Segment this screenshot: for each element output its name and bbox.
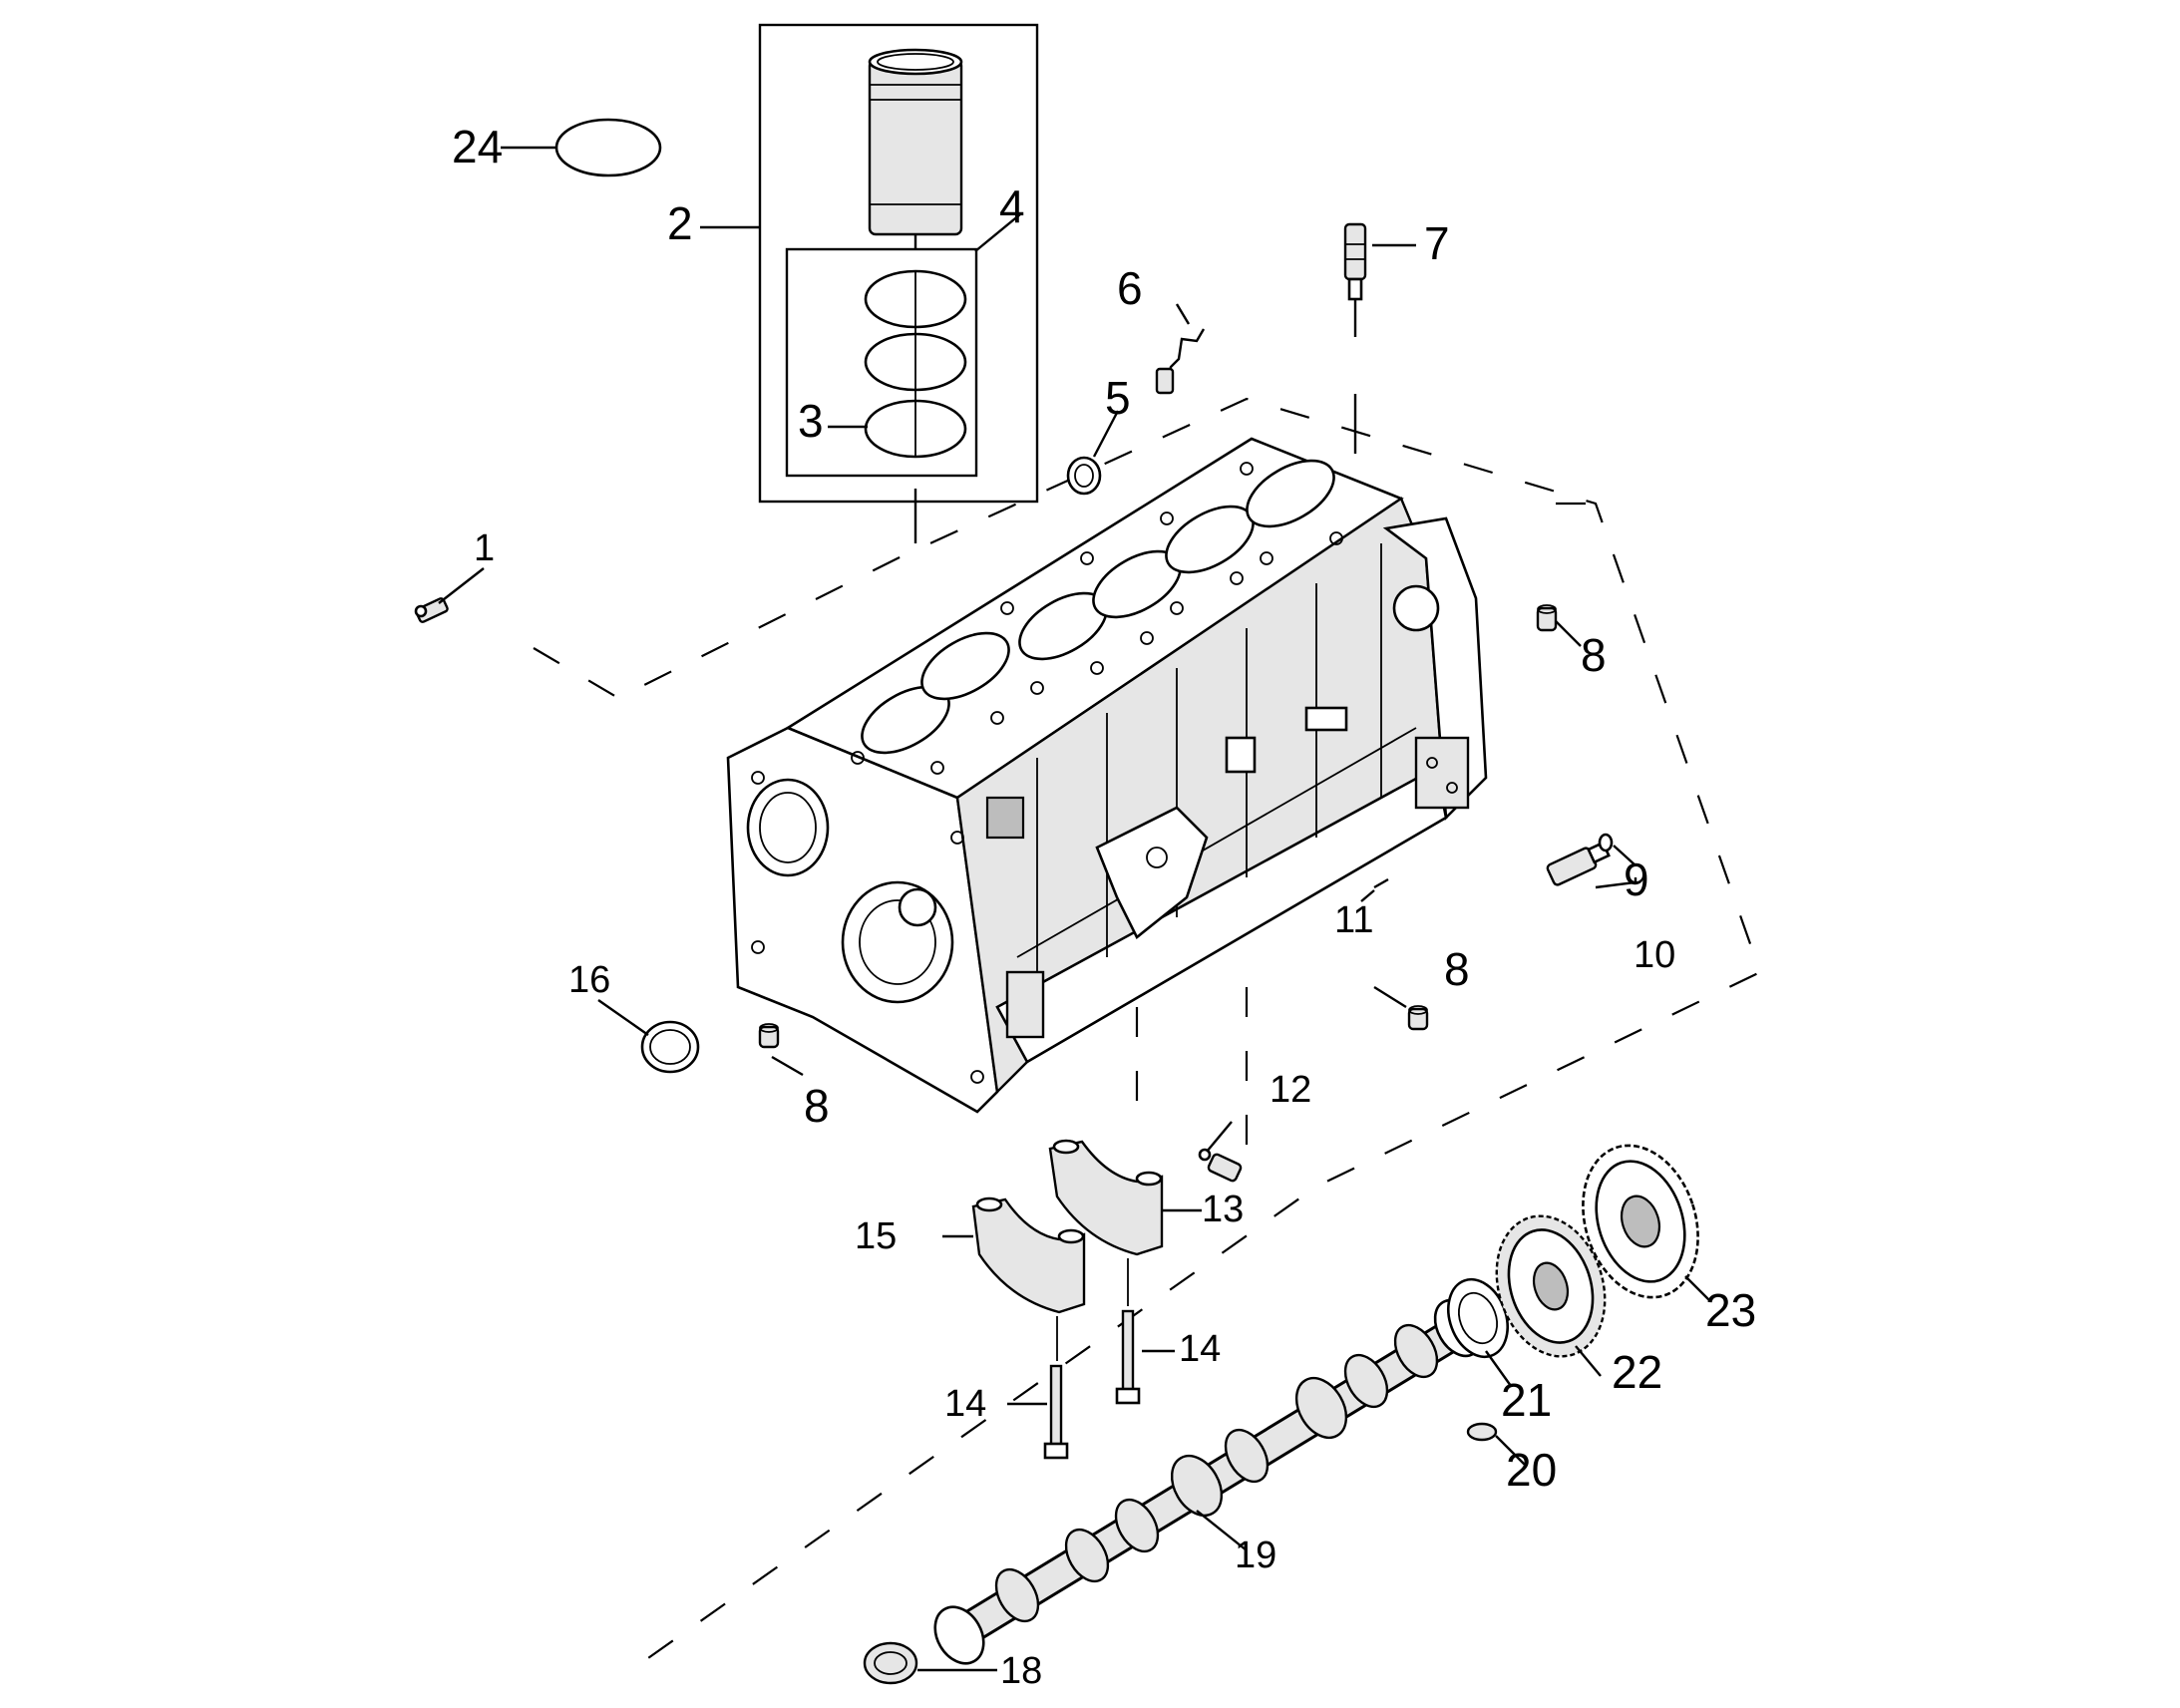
dowel-pin: [1373, 877, 1389, 889]
idler-gear: [1582, 1144, 1699, 1299]
nozzle-fitting: [1198, 1148, 1243, 1183]
callout-12: 12: [1270, 1069, 1311, 1111]
liner-kit-box: [758, 23, 1039, 504]
camshaft: [933, 1298, 1483, 1665]
core-plug: [1066, 456, 1102, 496]
callout-18: 18: [1000, 1650, 1042, 1692]
engine-block: [726, 437, 1488, 1114]
callout-24: 24: [452, 121, 503, 172]
callout-8-middle: 8: [1444, 943, 1470, 995]
callout-labels: 24 2 4 3 5 6 7 1 8 8 8 9 10 11 12 13 14 …: [452, 121, 1756, 1692]
phantom-outline: [533, 397, 1762, 1666]
callout-5: 5: [1105, 372, 1131, 424]
callout-7: 7: [1424, 217, 1450, 269]
callout-14-left: 14: [944, 1383, 986, 1425]
callout-16: 16: [568, 959, 610, 1001]
callout-19: 19: [1235, 1535, 1276, 1576]
callout-20: 20: [1506, 1444, 1557, 1496]
callout-6: 6: [1117, 262, 1143, 314]
wire-sensor: [1155, 328, 1206, 395]
cap-bolt-left: [1043, 1364, 1069, 1460]
callout-11: 11: [1334, 899, 1373, 941]
plug-8-lower: [758, 1023, 780, 1049]
sealing-washer: [1598, 833, 1614, 853]
camshaft-gear: [1495, 1214, 1607, 1358]
front-face-details: [746, 771, 984, 1084]
liner-kit-group: [758, 23, 1039, 543]
plug-8-upper: [1536, 604, 1558, 632]
main-bearing-cap-13: [1048, 1139, 1164, 1256]
leader-lines: [438, 146, 1711, 1672]
nameplate: [985, 796, 1025, 840]
front-mount-boss: [1005, 970, 1045, 1039]
callout-1: 1: [474, 527, 495, 569]
mounting-bosses: [1005, 706, 1348, 1039]
main-bearing-cap-15: [971, 1196, 1086, 1314]
callout-8-lower: 8: [804, 1080, 830, 1132]
callout-14-right: 14: [1179, 1328, 1221, 1370]
temperature-sender: [1343, 222, 1367, 454]
cylinder-bores: [861, 459, 1335, 755]
callout-21: 21: [1501, 1374, 1552, 1426]
rear-end-details: [1392, 584, 1470, 810]
rear-seal: [640, 1020, 700, 1074]
callout-2: 2: [667, 197, 693, 249]
plug-8-middle: [1407, 1005, 1429, 1031]
callout-8-upper: 8: [1581, 629, 1607, 681]
callout-13: 13: [1202, 1189, 1244, 1230]
callout-9: 9: [1624, 854, 1649, 905]
pressure-sender: [1546, 841, 1611, 886]
callout-15: 15: [855, 1215, 897, 1257]
callout-3: 3: [798, 395, 824, 447]
o-ring: [554, 118, 662, 177]
seal-kit-box: [785, 247, 978, 478]
cam-bushing: [863, 1641, 918, 1685]
camshaft-lobes: [994, 1298, 1483, 1623]
callout-10: 10: [1634, 934, 1675, 976]
callout-22: 22: [1612, 1346, 1662, 1398]
cap-bolt-right: [1115, 1309, 1141, 1405]
woodruff-key: [1466, 1422, 1498, 1442]
elbow-fitting: [414, 597, 449, 623]
callout-23: 23: [1705, 1284, 1756, 1336]
cylinder-liner: [868, 48, 963, 236]
callout-4: 4: [999, 180, 1025, 232]
deck-holes: [851, 462, 1343, 775]
